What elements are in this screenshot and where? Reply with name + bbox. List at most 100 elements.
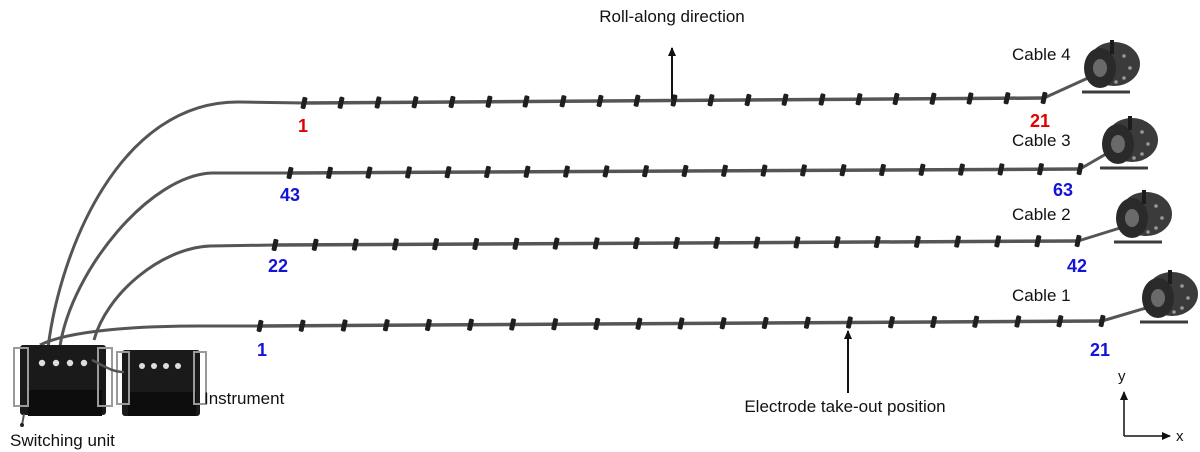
electrode-end-number: 42: [1067, 256, 1087, 276]
reel-lead: [1101, 306, 1147, 323]
electrode-marker: [286, 166, 294, 180]
cable-reel-icon: [1140, 270, 1198, 324]
instrument-icon: [116, 350, 207, 416]
electrode-marker: [632, 237, 640, 250]
electrode-marker: [1040, 91, 1048, 105]
electrode-end-number: 21: [1030, 111, 1050, 131]
electrode-marker: [448, 95, 456, 109]
electrode-marker: [1037, 163, 1044, 176]
electrode-marker: [855, 93, 863, 106]
electrode-marker: [753, 236, 761, 249]
electrode-marker: [365, 166, 373, 179]
electrode-marker: [485, 95, 493, 108]
electrode-marker: [326, 166, 333, 179]
electrode-marker: [340, 319, 348, 332]
electrode-marker: [484, 165, 491, 179]
electrode-marker: [311, 238, 319, 251]
electrode-marker: [563, 165, 570, 178]
electrode-marker: [509, 318, 517, 331]
electrode-marker: [719, 317, 727, 330]
electrode-marker: [879, 163, 886, 177]
electrode-marker: [713, 236, 721, 249]
electrode-marker: [1034, 235, 1042, 248]
electrode-marker: [954, 235, 961, 248]
feeder-cable: [39, 324, 260, 347]
electrode-marker: [803, 316, 811, 329]
electrode-marker: [839, 164, 847, 177]
electrode-marker: [918, 163, 926, 176]
electrode-marker: [472, 237, 480, 251]
electrode-end-number: 21: [1090, 340, 1110, 360]
electrode-marker: [800, 164, 807, 177]
electrode-marker: [424, 318, 432, 332]
electrode-marker: [966, 92, 974, 105]
electrode-marker: [760, 164, 768, 177]
electrode-marker: [512, 237, 520, 250]
electrode-marker: [929, 92, 937, 105]
reel-lead: [1077, 226, 1121, 243]
electrode-marker: [432, 238, 440, 251]
electrode-marker: [892, 92, 900, 106]
switching-unit-label: Switching unit: [10, 431, 115, 450]
electrode-marker: [673, 236, 680, 250]
takeout-label: Electrode take-out position: [744, 397, 945, 416]
electrode-marker: [337, 96, 345, 109]
reel-lead: [1043, 76, 1089, 100]
electrode-marker: [552, 237, 560, 250]
feeder-cable: [92, 243, 276, 341]
electrode-marker: [596, 94, 604, 108]
cable-label: Cable 1: [1012, 286, 1071, 305]
electrode-start-number: 43: [280, 185, 300, 205]
electrode-marker: [845, 316, 853, 329]
electrode-marker: [300, 96, 308, 110]
cable-reel-icon: [1114, 190, 1172, 244]
electrode-marker: [405, 166, 412, 179]
electrode-end-number: 63: [1053, 180, 1073, 200]
electrode-marker: [681, 164, 689, 178]
electrode-marker: [592, 237, 600, 250]
electrode-marker: [744, 93, 752, 107]
electrode-marker: [972, 315, 980, 328]
electrode-marker: [444, 166, 452, 179]
electrode-marker: [559, 95, 567, 108]
electrode-marker: [833, 236, 841, 249]
cable-reel-icon: [1100, 116, 1158, 170]
reel-lead: [1079, 152, 1107, 171]
electrode-marker: [997, 163, 1005, 176]
electrode-marker: [930, 315, 938, 329]
electrode-marker: [256, 319, 264, 333]
x-axis-label: x: [1176, 428, 1184, 445]
electrode-marker: [271, 238, 279, 252]
feeder-cables: [39, 100, 305, 349]
electrode-marker: [1014, 315, 1022, 328]
electrode-marker: [467, 318, 474, 331]
electrode-marker: [781, 93, 789, 106]
electrode-marker: [721, 164, 728, 177]
instrument-label: Instrument: [204, 389, 285, 408]
electrode-marker: [793, 236, 801, 249]
electrode-marker: [602, 165, 610, 178]
electrode-start-number: 1: [298, 116, 308, 136]
electrode-marker: [761, 316, 769, 330]
electrode-marker: [994, 235, 1002, 248]
electrode-marker: [351, 238, 359, 251]
switch-to-instrument-cable: [91, 358, 125, 374]
cable-label: Cable 3: [1012, 131, 1071, 150]
electrode-marker: [1098, 314, 1106, 328]
cable-label: Cable 2: [1012, 205, 1071, 224]
electrode-marker: [873, 235, 881, 249]
electrode-marker: [411, 96, 419, 109]
feeder-cable: [58, 171, 290, 347]
electrode-marker: [1003, 92, 1011, 105]
roll-along-direction-label: Roll-along direction: [599, 7, 745, 26]
cable-reel-icon: [1082, 40, 1140, 94]
electrode-marker: [522, 95, 530, 108]
axis-arrow-icon: [1120, 391, 1171, 440]
electrode-marker: [958, 163, 965, 176]
electrode-marker: [642, 165, 649, 178]
electrode-marker: [633, 94, 641, 107]
electrode-marker: [818, 93, 826, 106]
feeder-cable: [46, 100, 305, 349]
